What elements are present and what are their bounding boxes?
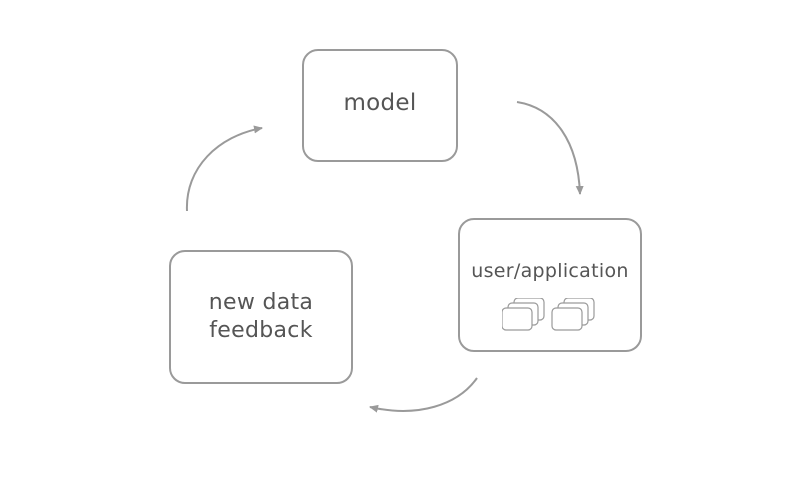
new-data-label: new data	[208, 290, 314, 315]
model-label: model	[343, 89, 417, 116]
arrow-feedback-to-model	[185, 125, 263, 212]
user-application-label: user/application	[471, 260, 629, 282]
arrow-model-to-user	[516, 101, 584, 195]
model-node: model	[302, 49, 458, 162]
user-application-node: user/application	[458, 218, 642, 352]
new-data-feedback-node: new data feedback	[169, 250, 353, 384]
stacked-cards-icon	[502, 298, 595, 331]
arrow-user-to-feedback	[369, 377, 478, 413]
feedback-label: feedback	[209, 318, 313, 343]
